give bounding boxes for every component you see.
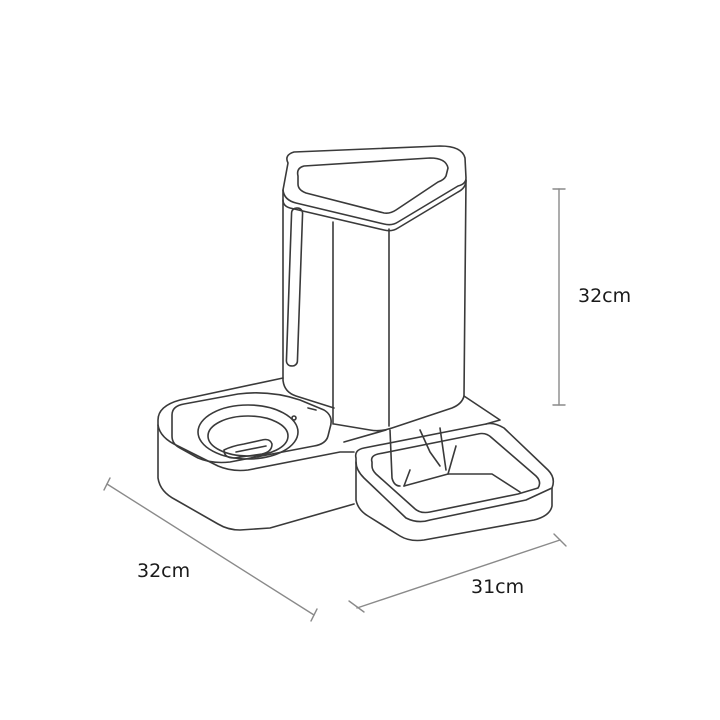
water-bowl-base — [157, 377, 501, 531]
dimension-lines — [103, 188, 567, 622]
height-label: 32cm — [578, 285, 632, 307]
depth-label: 32cm — [137, 560, 191, 582]
depth-dimension-line — [106, 483, 315, 616]
food-tray — [354, 422, 555, 542]
hopper — [282, 145, 467, 432]
width-dimension-line — [356, 539, 561, 609]
width-label: 31cm — [471, 576, 525, 598]
